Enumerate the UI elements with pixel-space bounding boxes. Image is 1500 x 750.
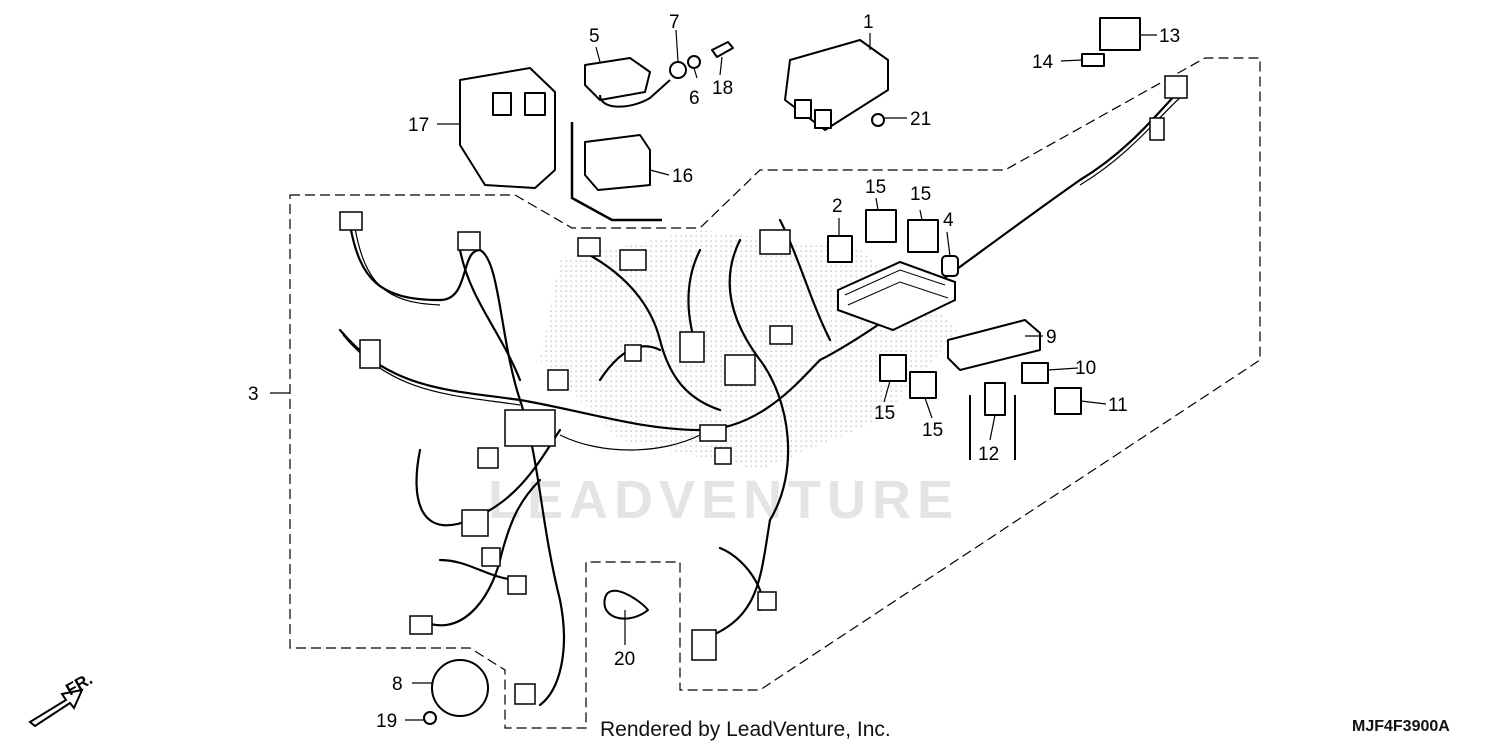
callout-15-c: 15 xyxy=(874,403,895,424)
bracket-12 xyxy=(969,395,1016,460)
harness-connectors xyxy=(339,75,1188,705)
callout-20: 20 xyxy=(614,649,635,670)
part-2-fuse xyxy=(827,235,853,263)
diagram-code: MJF4F3900A xyxy=(1352,718,1450,735)
callout-17: 17 xyxy=(408,115,429,136)
leader-lines xyxy=(270,29,1157,721)
part-15-relay-a xyxy=(865,209,897,243)
part-11-fuse xyxy=(1054,387,1082,415)
group-boundaries xyxy=(289,57,1261,729)
callout-3: 3 xyxy=(248,384,259,405)
harness-boundary xyxy=(289,57,1261,729)
callout-14: 14 xyxy=(1032,52,1054,73)
harness-branches xyxy=(342,94,1184,451)
callout-8: 8 xyxy=(392,674,403,695)
part-20-band xyxy=(603,589,649,620)
part-18-bolt xyxy=(711,41,734,58)
callout-10: 10 xyxy=(1075,358,1096,379)
callout-21: 21 xyxy=(910,109,931,130)
part-17-ecu xyxy=(459,67,556,189)
part-14-cap xyxy=(1081,53,1105,67)
callout-4: 4 xyxy=(943,210,954,231)
callout-13: 13 xyxy=(1159,26,1180,47)
part-8-horn xyxy=(431,659,489,717)
front-direction-arrow: FR. xyxy=(28,669,96,728)
callout-numbers: 1 2 3 4 5 6 7 8 9 10 11 12 13 14 15 15 1… xyxy=(248,12,1180,732)
part-10-fuse xyxy=(1021,362,1049,384)
render-credit: Rendered by LeadVenture, Inc. xyxy=(600,718,891,741)
callout-2: 2 xyxy=(832,196,843,217)
callout-18: 18 xyxy=(712,78,733,99)
part-13-connector xyxy=(1099,17,1141,51)
callout-16: 16 xyxy=(672,166,693,187)
part-16-module xyxy=(584,134,651,191)
part-15-relay-c xyxy=(879,354,907,382)
callout-11: 11 xyxy=(1108,395,1128,416)
callout-7: 7 xyxy=(669,12,680,33)
callout-15-a: 15 xyxy=(865,177,886,198)
bracket-16 xyxy=(570,122,662,222)
callout-5: 5 xyxy=(589,26,600,47)
callout-15-b: 15 xyxy=(910,184,931,205)
part-21-bolt xyxy=(871,113,885,127)
callout-1: 1 xyxy=(863,12,874,33)
part-9-fuse-holder xyxy=(947,319,1041,371)
part-15-relay-b xyxy=(907,219,939,253)
callout-15-d: 15 xyxy=(922,420,943,441)
watermark-text: LEADVENTURE xyxy=(488,470,959,530)
part-19-bolt xyxy=(423,711,437,725)
callout-9: 9 xyxy=(1046,327,1057,348)
part-5-sensor xyxy=(584,57,651,101)
part-7-nut xyxy=(669,61,687,79)
fuse-box xyxy=(837,260,956,332)
part-12-fuse xyxy=(984,382,1006,416)
part-15-relay-d xyxy=(909,371,937,399)
callout-6: 6 xyxy=(689,88,700,109)
part-4-cap xyxy=(941,255,959,277)
parts xyxy=(423,17,1141,725)
part-6-washer xyxy=(687,55,701,69)
callout-12: 12 xyxy=(978,444,999,465)
callout-19: 19 xyxy=(376,711,397,732)
